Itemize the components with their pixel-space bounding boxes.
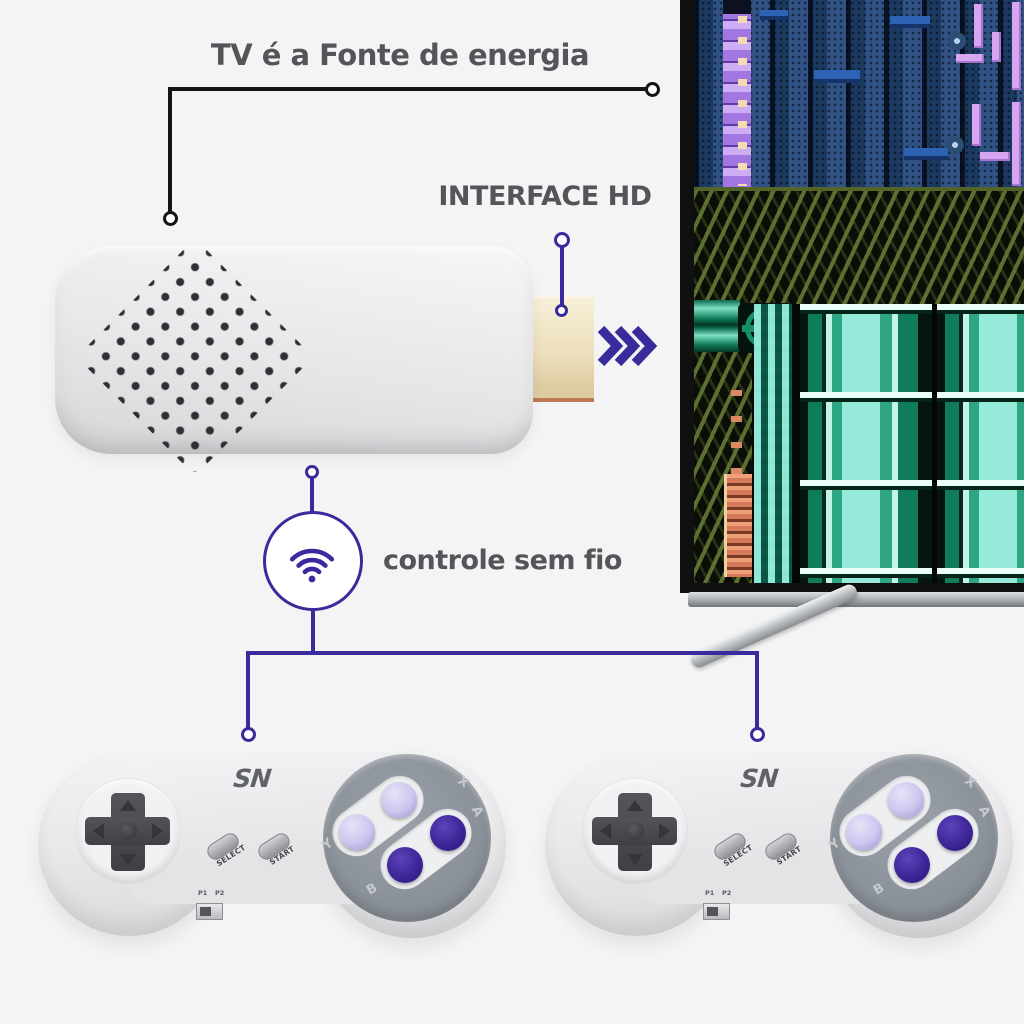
power-source-label: TV é a Fonte de energia [210,38,590,72]
brand-logo: SN [232,764,272,793]
controller-link-left [246,651,250,728]
game-pipe-cluster [942,2,1024,94]
game-teal-pillar [800,304,932,583]
game-pipe [1012,2,1021,90]
game-ladder-notches [738,16,747,186]
player-switch-knob [200,907,211,916]
dpad-center-dimple [626,822,644,840]
game-hatched-wall [694,187,1024,308]
game-pipe [992,32,1001,62]
player2-label: P2 [722,889,732,897]
controller-1: SN SELECT START X A Y B P1 P2 [38,748,506,948]
tv [680,0,1024,700]
game-ladder-cap [723,0,751,14]
tv-chrome-bar [688,592,1024,607]
game-pipe-cluster [942,98,1024,187]
player-switch [703,903,730,920]
player-switch [196,903,223,920]
game-pipe-bolt [946,136,964,154]
game-teal-pillar [937,304,1024,583]
controller-link-horizontal [246,651,759,655]
player2-label: P2 [215,889,225,897]
controller-link-right [755,651,759,728]
wireless-line-upper [310,478,314,512]
game-pipe [980,152,1010,161]
dpad-up-arrow [627,800,643,811]
power-line-vertical [168,87,172,213]
game-pipe [972,104,981,146]
controller-link-endpoint-ring [241,727,256,742]
game-orange-blocks [724,474,752,577]
power-line-endpoint-ring [163,211,178,226]
game-pipe [1012,102,1021,186]
power-line-horizontal [170,87,648,91]
game-pipe [956,54,984,63]
button-x [381,782,417,818]
controller-link-endpoint-ring [750,727,765,742]
chevrons-icon [597,323,658,373]
player1-label: P1 [705,889,715,897]
power-line-endpoint-ring [645,82,660,97]
button-x [888,782,924,818]
hd-interface-label: INTERFACE HD [438,181,652,212]
player1-label: P1 [198,889,208,897]
brand-logo: SN [739,764,779,793]
button-y [339,814,375,850]
console-stick [55,238,533,476]
game-checker-column [754,304,792,583]
game-orange-dashes [731,390,742,474]
button-y [846,814,882,850]
hd-line-endpoint-ring [555,304,568,317]
player-switch-knob [707,907,718,916]
wireless-control-label: controle sem fio [383,545,622,576]
wireless-line-lower [311,609,315,653]
dpad-up-arrow [120,800,136,811]
dpad-down-arrow [627,854,643,865]
hd-line-endpoint-ring [554,232,570,248]
game-teal-pipes [694,300,740,352]
wifi-badge-circle [263,511,363,611]
game-purple-ladder [723,0,751,187]
dpad-center-dimple [119,822,137,840]
game-pipe-bolt [948,32,966,50]
controller-2: SN SELECT START X A Y B P1 P2 [545,748,1013,948]
dpad-down-arrow [120,854,136,865]
button-b [387,847,423,883]
dpad-right-arrow [659,823,670,839]
game-platform-ledge [890,16,930,28]
dpad-left-arrow [600,823,611,839]
wireless-line-endpoint-ring [305,465,319,479]
button-a [430,815,466,851]
vent-hole-grid [76,238,314,476]
dpad-right-arrow [152,823,163,839]
tv-screen [694,0,1024,583]
wifi-icon [289,548,335,583]
game-platform-ledge [904,148,948,160]
game-platform-ledge [760,10,788,20]
game-platform-ledge [814,70,860,83]
dpad-left-arrow [93,823,104,839]
button-b [894,847,930,883]
button-a [937,815,973,851]
tv-bezel-left [680,0,694,593]
hd-line-vertical [560,246,564,306]
game-pipe [974,4,983,48]
